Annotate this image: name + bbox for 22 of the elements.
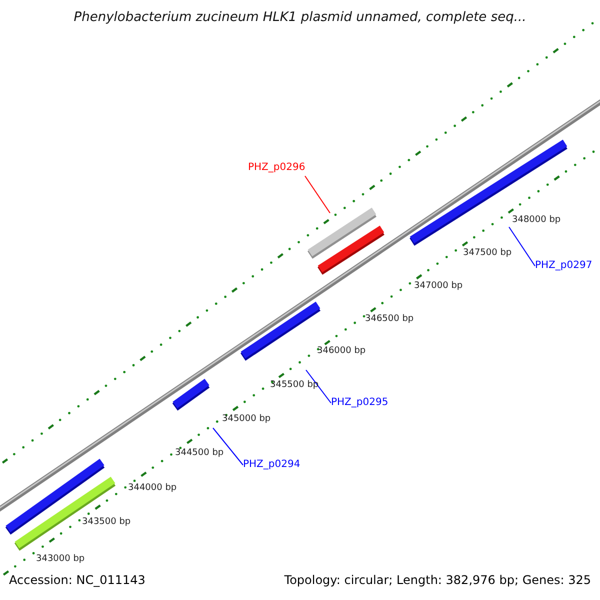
position-label: 343500 bp: [82, 518, 131, 527]
gene-label: PHZ_p0294: [243, 460, 300, 470]
position-label: 348000 bp: [512, 216, 561, 225]
position-label: 345500 bp: [270, 381, 319, 390]
leader-line: [306, 370, 332, 404]
leader-line: [304, 176, 330, 214]
gene-label: PHZ_p0296: [248, 163, 306, 173]
position-label: 347000 bp: [414, 282, 463, 291]
accession-text: Accession: NC_011143: [9, 574, 146, 586]
position-label: 345000 bp: [222, 415, 271, 424]
leader-line: [508, 226, 536, 266]
position-label: 344000 bp: [128, 484, 177, 493]
position-label: 346500 bp: [365, 315, 414, 324]
position-label: 343000 bp: [36, 555, 85, 564]
title: Phenylobacterium zucineum HLK1 plasmid unnamed, complete seq...: [72, 11, 528, 24]
gene-label: PHZ_p0295: [331, 398, 388, 408]
gene-label: PHZ_p0297: [535, 261, 592, 271]
position-label: 344500 bp: [175, 449, 224, 458]
position-label: 347500 bp: [463, 249, 512, 258]
summary-text: Topology: circular; Length: 382,976 bp; Genes: 325: [284, 574, 591, 586]
position-label: 346000 bp: [317, 347, 366, 356]
leader-line: [212, 428, 244, 466]
